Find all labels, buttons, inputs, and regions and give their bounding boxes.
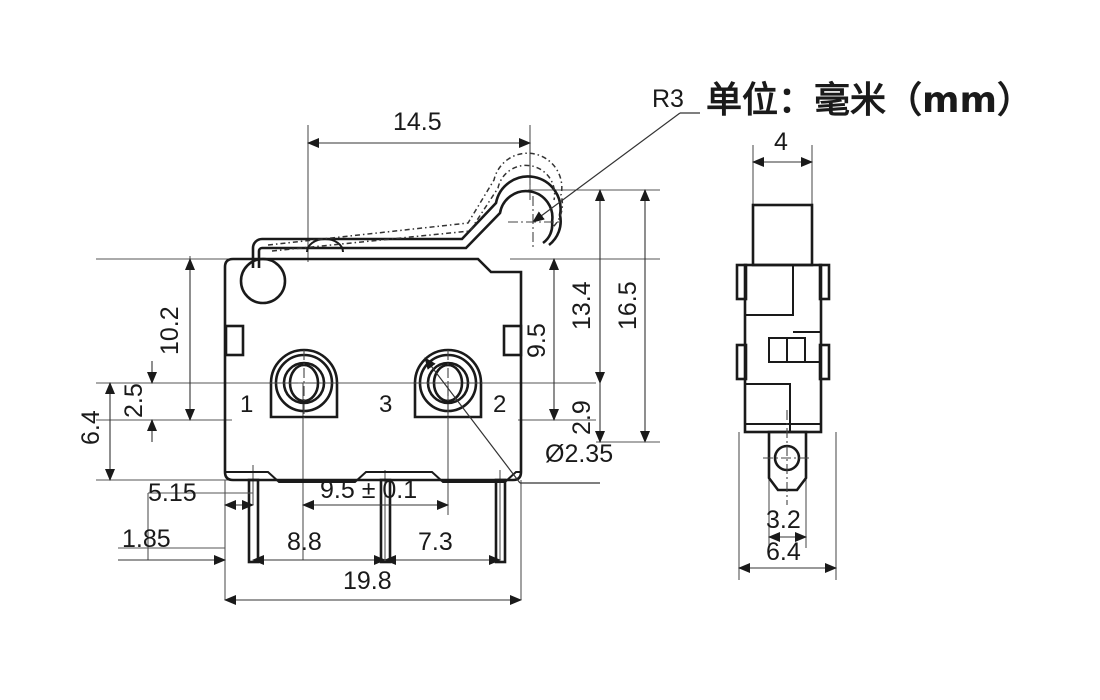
dimension-value-6-4-left: 6.4 xyxy=(77,410,105,445)
dimension-value-1-85: 1.85 xyxy=(122,525,171,553)
mounting-hole-left xyxy=(269,348,340,419)
side-view-plunger xyxy=(751,203,814,267)
dimension-hole-height: 9.5 xyxy=(523,258,559,421)
dimension-value-5-15: 5.15 xyxy=(148,479,197,507)
dimension-pin1-edge: 5.15 xyxy=(148,479,254,510)
dimension-bottom-offset: 2.9 xyxy=(568,383,605,443)
dimension-value-r3: R3 xyxy=(652,85,684,113)
dimension-pin3-to-pin2: 7.3 xyxy=(384,528,501,565)
dimension-overall-width: 19.8 xyxy=(224,567,522,605)
terminal-label-3: 3 xyxy=(379,391,392,418)
dimension-value-7-3: 7.3 xyxy=(418,528,453,556)
dimension-lever-radius: R3 xyxy=(508,85,700,248)
side-view-terminal-tab xyxy=(763,410,812,505)
dimension-value-19-8: 19.8 xyxy=(343,567,392,595)
dimension-pin1-to-pin3: 8.8 xyxy=(252,528,386,565)
unit-note-title: 单位：毫米（mm） xyxy=(706,80,1033,121)
dimension-body-depth: 6.4 xyxy=(738,538,837,573)
dimension-value-9-5-vertical: 9.5 xyxy=(523,323,551,358)
dimension-body-height: 10.2 xyxy=(156,258,195,421)
terminal-label-2: 2 xyxy=(493,391,506,418)
dimension-value-2-5: 2.5 xyxy=(120,383,148,418)
mounting-hole-right xyxy=(413,348,484,419)
dimension-value-16-5: 16.5 xyxy=(614,281,642,330)
dimension-value-10-2: 10.2 xyxy=(156,306,184,355)
dimension-plunger-height: 13.4 xyxy=(568,189,605,384)
dimension-hole-pitch: 9.5 ± 0.1 xyxy=(302,476,449,510)
dimension-value-8-8: 8.8 xyxy=(287,528,322,556)
dimension-value-3-2: 3.2 xyxy=(766,506,801,534)
lever-arm xyxy=(239,152,564,305)
front-view-extension-lines xyxy=(96,125,660,600)
dimension-hole-diameter: Ø2.35 xyxy=(424,357,613,484)
dimension-value-6-4-side: 6.4 xyxy=(766,538,801,566)
dimension-terminal-width: 3.2 xyxy=(766,506,807,542)
dimension-plunger-width: 4 xyxy=(752,128,813,167)
dimension-value-13-4: 13.4 xyxy=(568,281,596,330)
dimension-lever-length: 14.5 xyxy=(307,108,531,148)
terminal-label-1: 1 xyxy=(240,391,253,418)
switch-body-front xyxy=(223,257,523,483)
dimension-overall-height: 16.5 xyxy=(596,189,660,443)
dimension-left-edge-offset: 1.85 xyxy=(118,525,226,565)
dimension-terminal-total: 6.4 xyxy=(77,382,115,481)
dimension-terminal-offset: 2.5 xyxy=(120,361,157,442)
dimension-value-hole-pitch: 9.5 ± 0.1 xyxy=(320,476,417,504)
dimension-value-hole-diameter: Ø2.35 xyxy=(545,440,613,468)
switch-body-side xyxy=(735,263,831,434)
dimension-value-14-5: 14.5 xyxy=(393,108,442,136)
dimension-value-2-9: 2.9 xyxy=(568,400,596,435)
dimension-value-4: 4 xyxy=(774,128,788,156)
